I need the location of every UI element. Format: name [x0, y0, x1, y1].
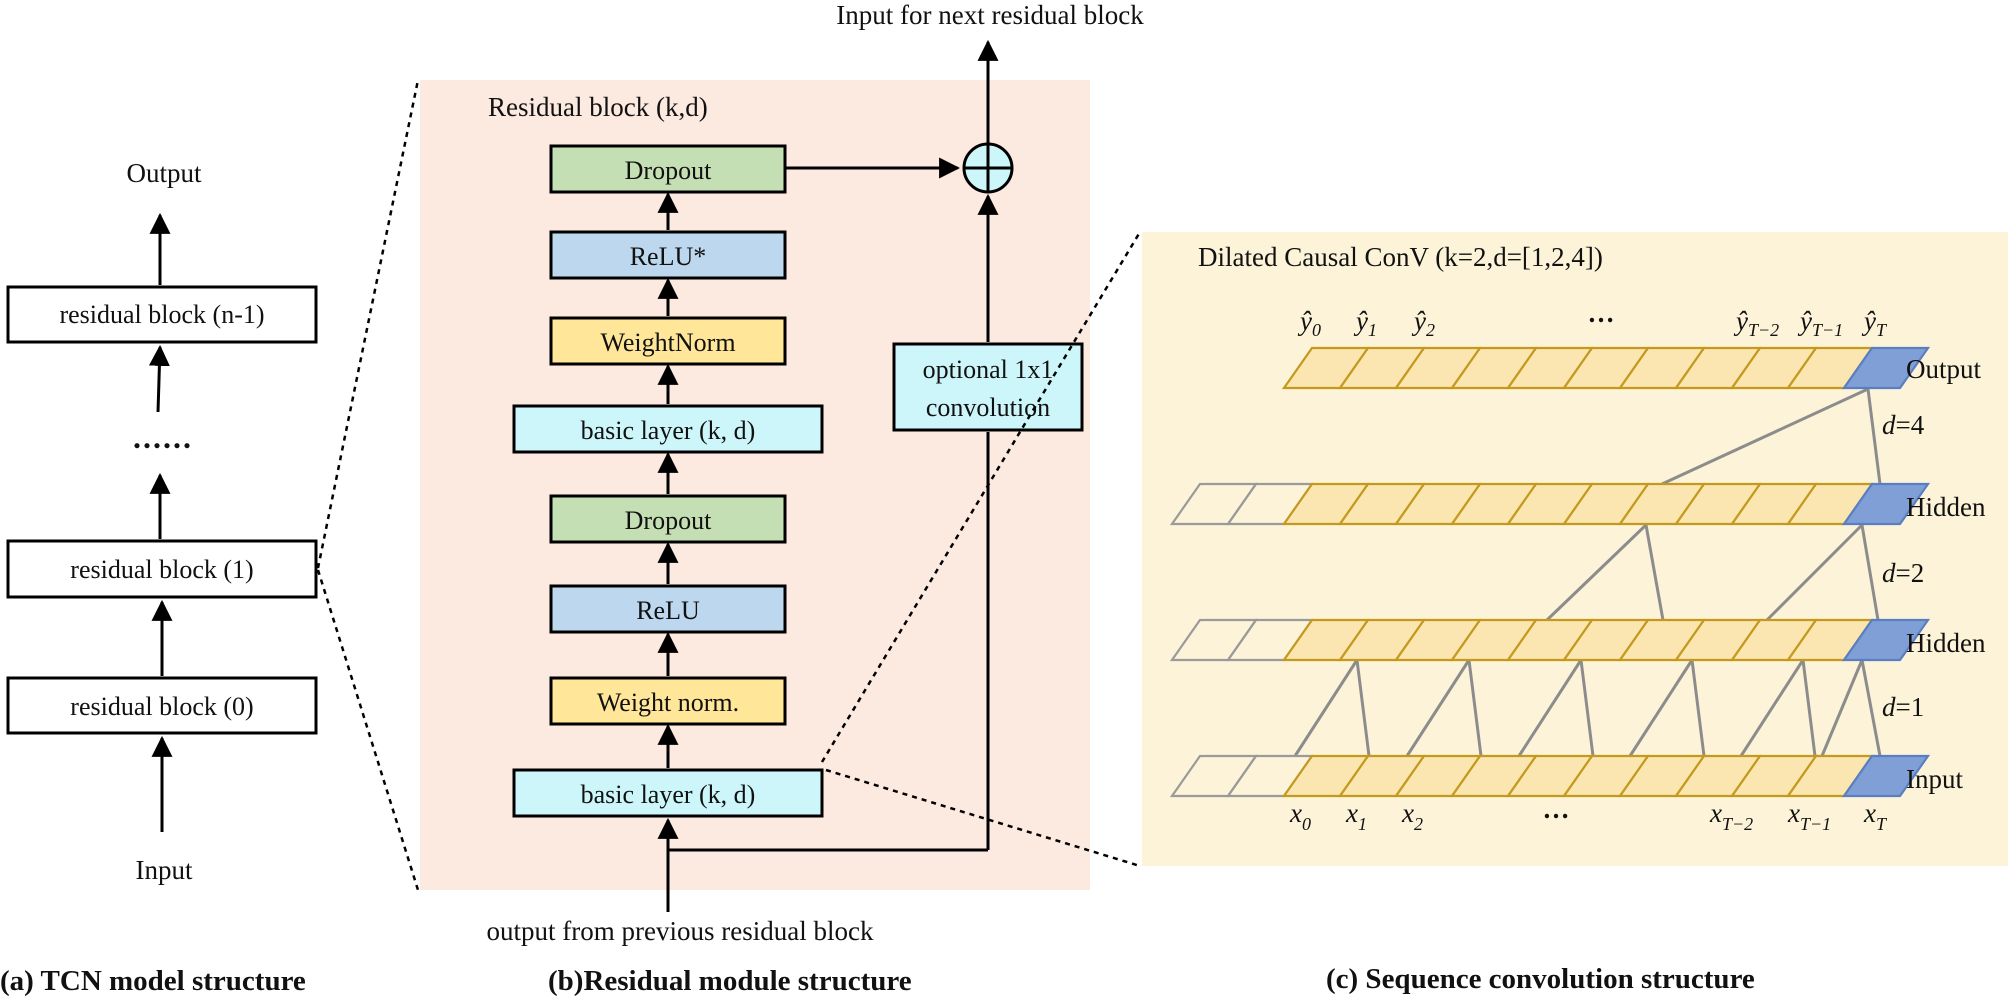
dilation-edge [1579, 659, 1595, 757]
dilation-edge [1405, 659, 1471, 757]
dropout-1-box [549, 494, 787, 544]
dilation-edge [1860, 659, 1882, 757]
row-label-0: Output [1906, 354, 1982, 384]
dilation-labels: d=4 d=2 d=1 [1882, 410, 1925, 722]
basic-layer-1-box [512, 768, 824, 818]
optional-conv-line2: convolution [926, 393, 1050, 422]
dilation-edge [1765, 523, 1864, 622]
dilation-connections [1293, 387, 1882, 757]
dropout-2-label: Dropout [625, 156, 712, 185]
current-step-cell [1841, 754, 1931, 798]
current-step-cell [1841, 482, 1931, 526]
output-ellipsis: … [1588, 298, 1615, 328]
dilation-edge [1739, 659, 1805, 757]
panel-a-ellipsis: ...... [133, 419, 193, 455]
dilation-edge [1644, 524, 1665, 621]
panel-b-title: Residual block (k,d) [488, 92, 708, 122]
row-label-2: Hidden [1906, 628, 1986, 658]
dilation-edge [1801, 659, 1817, 757]
dilation-edge [1355, 659, 1371, 757]
panel-a-output-label: Output [126, 158, 202, 188]
x-label-5: xT [1863, 798, 1888, 834]
basic-layer-2-box [512, 404, 824, 454]
basic-layer-2-label: basic layer (k, d) [581, 416, 756, 445]
input-ellipsis: … [1543, 794, 1570, 824]
dilation-edge [1866, 388, 1882, 485]
panel-c-title: Dilated Causal ConV (k=2,d=[1,2,4]) [1198, 242, 1603, 272]
relu-star-label: ReLU* [630, 242, 707, 271]
weight-norm-label: Weight norm. [597, 688, 739, 717]
dilation-edge [1661, 387, 1869, 486]
cell-rows [1169, 346, 1931, 798]
residual-block-0 [6, 676, 318, 735]
dilation-label-2: d=1 [1882, 692, 1924, 722]
panel-c-caption: (c) Sequence convolution structure [1326, 963, 1755, 995]
panel-b-background [420, 80, 1090, 890]
dilation-edge [1517, 659, 1583, 757]
dilation-edge [1293, 659, 1359, 757]
optional-conv-line1: optional 1x1 [923, 355, 1054, 384]
row-label-3: Input [1906, 764, 1963, 794]
dilation-edge [1820, 659, 1864, 757]
row-label-1: Hidden [1906, 492, 1986, 522]
dilation-edge [1690, 659, 1706, 757]
relu-label: ReLU [636, 596, 700, 625]
dilation-label-1: d=2 [1882, 558, 1924, 588]
residual-block-0-label: residual block (0) [70, 692, 253, 721]
weightnorm-label: WeightNorm [600, 328, 735, 357]
panel-b-top-label: Input for next residual block [836, 0, 1144, 30]
residual-block-1-label: residual block (1) [70, 555, 253, 584]
panel-a-caption: (a) TCN model structure [0, 965, 306, 997]
dilation-edge [1545, 523, 1648, 622]
panel-a: Output residual block (n-1) ...... resid… [0, 158, 318, 997]
panel-c: Dilated Causal ConV (k=2,d=[1,2,4]) Outp… [1142, 232, 2008, 995]
current-step-cell [1841, 346, 1931, 390]
panel-b-bottom-label: output from previous residual block [487, 916, 874, 946]
panel-b: Residual block (k,d) Input for next resi… [420, 0, 1144, 997]
weightnorm-box [549, 316, 787, 366]
optional-conv-box [892, 342, 1084, 432]
dilation-edge [1860, 524, 1880, 621]
dropout-2-box [549, 144, 787, 194]
residual-block-1 [6, 539, 318, 599]
dropout-1-label: Dropout [625, 506, 712, 535]
panel-a-input-label: Input [136, 855, 193, 885]
dilation-edge [1467, 659, 1483, 757]
residual-block-n-1 [6, 285, 318, 344]
current-step-cell [1841, 618, 1931, 662]
panel-b-caption: (b)Residual module structure [548, 965, 912, 997]
residual-block-n-1-label: residual block (n-1) [59, 300, 264, 329]
dilation-label-0: d=4 [1882, 410, 1925, 440]
dilation-edge [1628, 659, 1694, 757]
basic-layer-1-label: basic layer (k, d) [581, 780, 756, 809]
